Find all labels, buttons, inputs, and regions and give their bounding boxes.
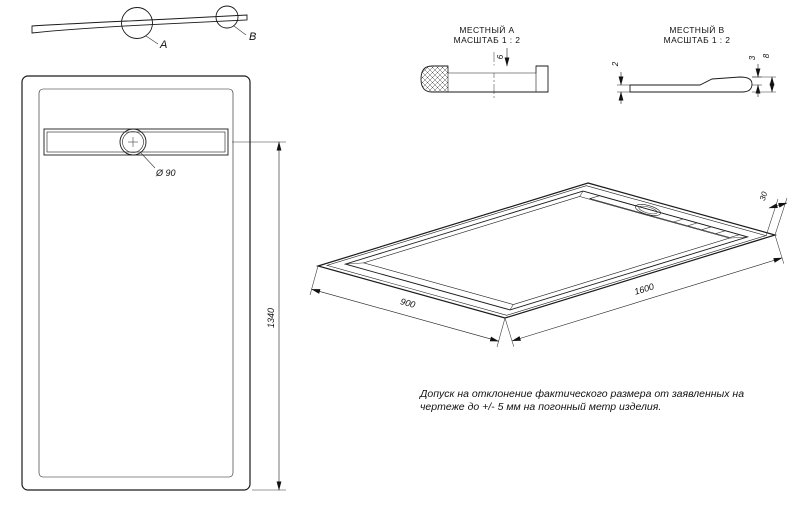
leader-line-a (145, 35, 159, 45)
detail-b-height-dim: 8 (762, 53, 771, 58)
extension-line-900-right (496, 317, 506, 348)
iso-rim-inner-line (326, 185, 767, 316)
detail-circle-a (121, 7, 153, 39)
dimension-1340: 1340 (232, 141, 286, 491)
dimension-30: 30 (758, 190, 788, 237)
detail-a-title: МЕСТНЫЙ А (459, 24, 514, 35)
iso-corner-slope-1 (579, 190, 584, 197)
rim-dim-30: 30 (758, 190, 769, 202)
detail-b-thickness-dim: 2 (611, 61, 620, 67)
length-dim-1600: 1600 (633, 281, 655, 296)
iso-grate-line-4 (715, 230, 726, 234)
detail-a-endcap-hatch (421, 66, 448, 92)
front-view: Ø 90 1340 (21, 75, 286, 491)
iso-basin-floor (362, 196, 731, 305)
tray-inner-edge (38, 88, 234, 478)
iso-corner-slope-4 (345, 262, 364, 265)
detail-b-scale: МАСШТАБ 1 : 2 (664, 35, 731, 45)
isometric-view: 900 1600 30 (309, 182, 788, 348)
iso-grate-line-1 (673, 218, 684, 223)
detail-label-a: А (159, 39, 167, 51)
iso-drain-channel (588, 195, 741, 238)
drain-leader-line (140, 152, 156, 169)
iso-corner-slope-2 (729, 236, 748, 239)
tray-outer-edge (21, 75, 251, 491)
tolerance-note-line1: Допуск на отклонение фактического размер… (419, 388, 744, 400)
detail-a-scale: МАСШТАБ 1 : 2 (454, 35, 521, 45)
iso-drain-oval-inner (638, 205, 658, 215)
dimension-line-1600 (511, 257, 783, 342)
iso-channel-strip (588, 195, 741, 238)
tolerance-note-line2: чертеже до +/- 5 мм на погонный метр изд… (420, 401, 661, 413)
length-dim-1340: 1340 (266, 308, 276, 328)
detail-a-channel-void (448, 65, 536, 73)
iso-basin-rim (343, 190, 750, 311)
dimension-1600: 1600 (504, 234, 785, 347)
dimension-900: 900 (309, 265, 506, 348)
tolerance-note: Допуск на отклонение фактического размер… (419, 388, 744, 413)
iso-drain-oval-outer (635, 204, 661, 216)
detail-a-view: МЕСТНЫЙ А МАСШТАБ 1 : 2 6 (420, 24, 549, 100)
extension-line-1600-left (504, 317, 515, 347)
dimension-line-30 (768, 202, 788, 209)
iso-outer-rim (315, 182, 778, 319)
section-strip-view: А В (31, 5, 256, 51)
detail-a-depth-dim: 6 (496, 54, 505, 59)
detail-label-b: В (249, 31, 256, 43)
iso-grate-line-2 (687, 222, 698, 227)
leader-line-b (233, 25, 247, 36)
drain-circle (119, 128, 147, 156)
drain-outer-ring (119, 128, 147, 156)
detail-b-title: МЕСТНЫЙ В (669, 24, 724, 35)
drain-inner-ring (122, 131, 144, 153)
dimension-line-900 (311, 288, 500, 342)
section-strip (31, 14, 248, 34)
drain-diameter-dim: Ø 90 (155, 168, 176, 178)
detail-b-step-dim: 3 (748, 55, 757, 60)
iso-grate-line-3 (701, 226, 712, 230)
detail-b-view: МЕСТНЫЙ В МАСШТАБ 1 : 2 2 3 8 (611, 24, 776, 104)
detail-circle-b (215, 5, 239, 29)
detail-b-profile (629, 76, 753, 93)
width-dim-900: 900 (399, 296, 416, 310)
